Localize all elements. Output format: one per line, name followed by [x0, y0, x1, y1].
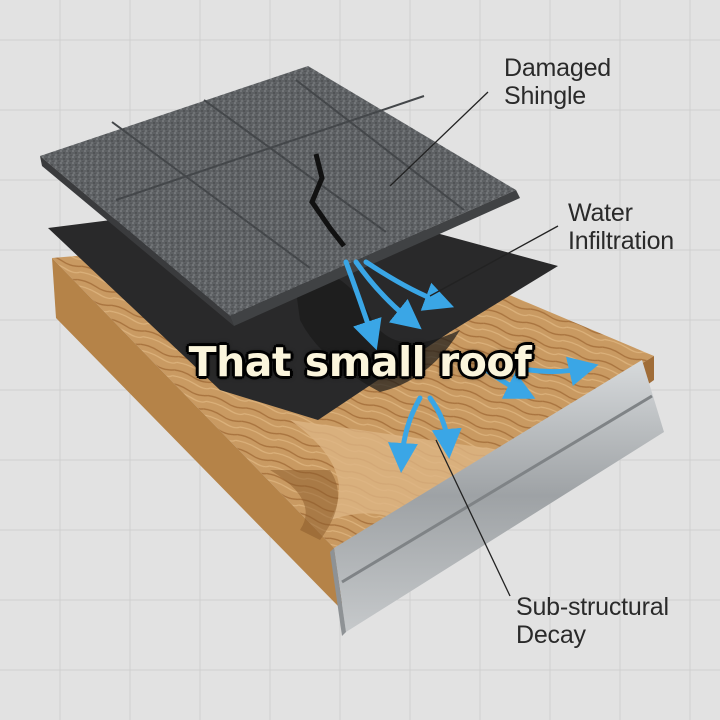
leader-lines: [389, 91, 559, 597]
water-infiltration-label-line-2: Infiltration: [568, 227, 674, 255]
damaged-shingle-label: Damaged Shingle: [504, 54, 611, 110]
shingles: [40, 66, 520, 326]
damaged-shingle-label-line-2: Shingle: [504, 82, 586, 110]
subtitle-caption: That small roof: [188, 338, 532, 386]
shingle-crack: [309, 153, 346, 248]
water-arrows: [343, 259, 599, 473]
sub-structural-decay-label-line-1: Sub-structural: [516, 593, 669, 621]
sub-structural-decay-label: Sub-structural Decay: [516, 593, 669, 649]
metal-flashing: [330, 360, 664, 636]
water-infiltration-label-line-1: Water: [568, 199, 633, 227]
sub-structural-decay-label-line-2: Decay: [516, 621, 586, 649]
water-infiltration-label: Water Infiltration: [568, 199, 674, 255]
damaged-shingle-label-line-1: Damaged: [504, 54, 611, 82]
